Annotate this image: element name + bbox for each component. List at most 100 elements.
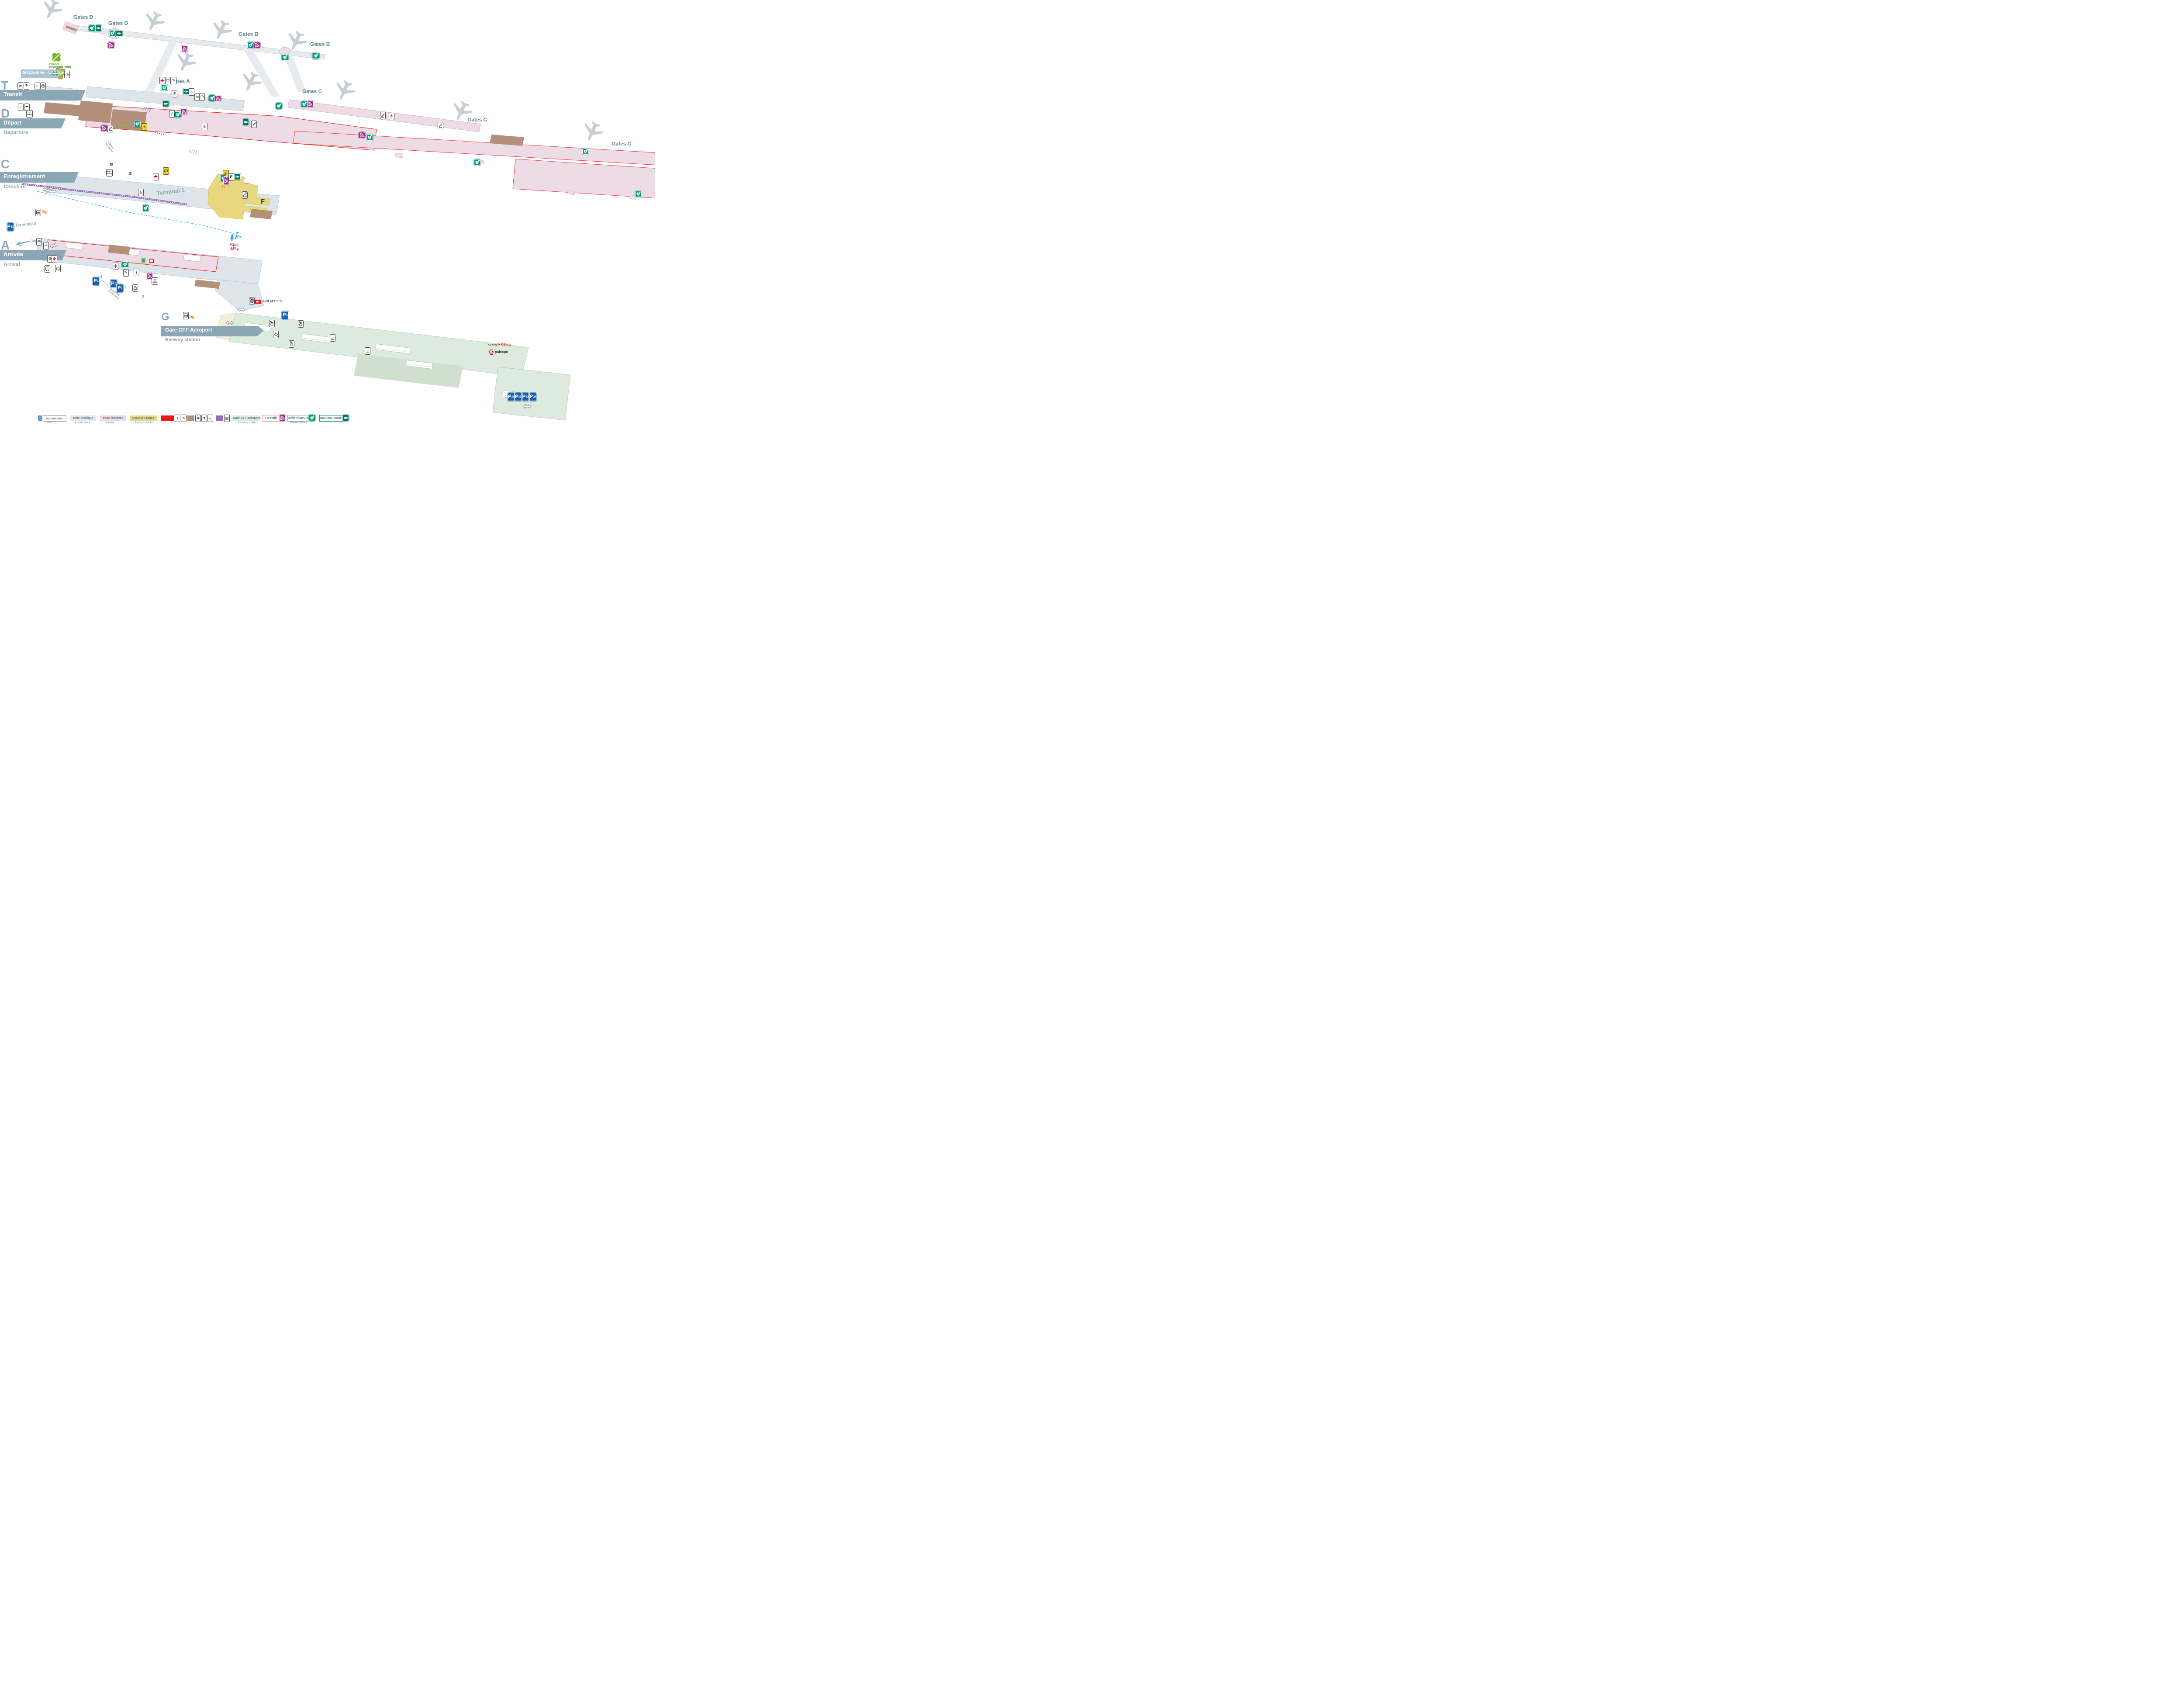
legend-sublabel: Railway station (238, 421, 259, 424)
gates-label: Gates C (302, 88, 322, 94)
kissfly-route-arrow (239, 236, 242, 239)
legend-checkin-desk-icon: ▤ (224, 415, 230, 422)
defibrillator-icon (161, 84, 168, 91)
information-icon: i (169, 110, 175, 118)
customs-icon: ✎ (123, 269, 129, 277)
train-icon (249, 297, 255, 305)
legend-restaurant-icon: Ψ (195, 415, 201, 422)
gates-label: Gates D (108, 20, 128, 26)
bus-icon (183, 312, 189, 319)
business-corner-icon (242, 119, 249, 125)
airport-map: T Transit D Départ Departure C Enregistr… (0, 0, 655, 425)
kissfly-route (37, 191, 240, 236)
level-letter-arrival: A (1, 239, 10, 252)
legend-bar (187, 415, 194, 421)
level-letter-railway: G (161, 311, 169, 323)
arrival-shops (194, 280, 220, 289)
espace-environnement-logo (51, 52, 62, 63)
wifi-icon (180, 108, 187, 115)
luggage-locker-icon (298, 320, 304, 328)
french-sector (207, 174, 270, 220)
gates-label: Gates D (73, 14, 93, 20)
arrival-shops (108, 245, 130, 255)
door-number: 5 (32, 257, 35, 261)
legend-sublabel: defibrillators (290, 421, 308, 424)
kissfly-line1: Kiss (230, 242, 239, 247)
tpg-logo: tpg (188, 315, 194, 319)
gate-c1-sign: C1 (163, 167, 169, 175)
defibrillator-icon (474, 159, 480, 166)
transit-hall (85, 86, 245, 111)
map-base (0, 0, 655, 421)
escalator-icon (330, 334, 335, 342)
level-label-gare: Gare CFF Aéroport (165, 327, 212, 333)
defibrillator-icon (276, 103, 282, 109)
business-corner-icon (162, 100, 169, 107)
mezzanine-link (119, 124, 128, 127)
wifi-icon (223, 178, 230, 184)
wheelchair-icon: ♿ (138, 189, 144, 196)
taxi-icon (132, 284, 138, 292)
escalator-icon (438, 122, 443, 129)
smoking-icon: ♨ (189, 88, 194, 96)
lounge-icon: ◷ (172, 90, 177, 97)
wifi-icon (108, 42, 114, 48)
level-label-transit: Transit (3, 91, 22, 97)
meeting-point-icon: ✜ (52, 256, 57, 263)
escalator-icon (380, 112, 386, 119)
mail-icon: ✉ (36, 238, 42, 246)
defibrillator-icon (122, 261, 128, 268)
legend-cafe-icon: ☕ (207, 415, 213, 422)
door-number: 2 (142, 294, 145, 299)
wifi-icon (214, 95, 221, 102)
legend-bar-icon: Y (201, 415, 207, 422)
wheelchair-icon: ♿ (202, 123, 207, 130)
exit-arrows-icon (237, 307, 246, 312)
level-label-depart: Départ (3, 119, 22, 126)
internet-icon: @www (152, 277, 158, 285)
mezzanine-label: Mezzanine - Lounges (23, 70, 67, 75)
legend-lift-icon: ⇕ (175, 415, 180, 422)
sector-f-arrow-icon (252, 203, 261, 208)
level-letter-transit: T (1, 79, 9, 92)
kiss-and-fly-logo (229, 231, 242, 246)
lift-icon (129, 172, 131, 175)
gates-c-pier-east (512, 159, 655, 199)
defibrillator-icon (282, 54, 288, 61)
level-label-enregistrement: Enregistrement (3, 173, 45, 180)
pier-shop (66, 25, 77, 31)
gate-stubs (394, 152, 636, 200)
exit-arrows-icon (225, 320, 234, 325)
exit-green-sign (142, 259, 146, 263)
terrace-icon: ☂ (24, 82, 29, 90)
legend-item-business corner: business corner (319, 415, 343, 422)
baby-care-icon: ☺ (165, 77, 171, 84)
level-letter-departure: D (1, 107, 10, 120)
level-label-checkin-en: Check-in (3, 183, 26, 190)
mezzanine-arrow-icon (51, 71, 59, 76)
shower-icon: ♒ (43, 242, 49, 249)
legend-item-Gare CFF aéroport: Gare CFF aéroport (232, 415, 260, 421)
level-label-railway-en: Railway station (165, 337, 200, 343)
lounge-icon: ◷ (199, 93, 205, 100)
legend-defib-icon (309, 415, 315, 421)
legend-customs-icon: ✎ (181, 415, 187, 422)
escalator-icon (251, 121, 257, 128)
business-corner-icon (95, 25, 102, 31)
bus-icon (35, 209, 41, 216)
first-aid-icon: ✚ (113, 263, 118, 270)
escalator-icon (365, 347, 370, 355)
luggage-locker-icon (289, 340, 294, 348)
callout-lines (101, 139, 115, 294)
scale-arrow-300m (15, 240, 30, 246)
terminal-label: Terminal 1 (156, 187, 185, 197)
telephone-icon: ✆ (389, 113, 394, 120)
corridor (244, 49, 280, 97)
departures-icon: ✈ (141, 123, 147, 131)
geneva-label: Geneva (488, 344, 498, 346)
first-aid-icon: ✚ (153, 173, 159, 180)
